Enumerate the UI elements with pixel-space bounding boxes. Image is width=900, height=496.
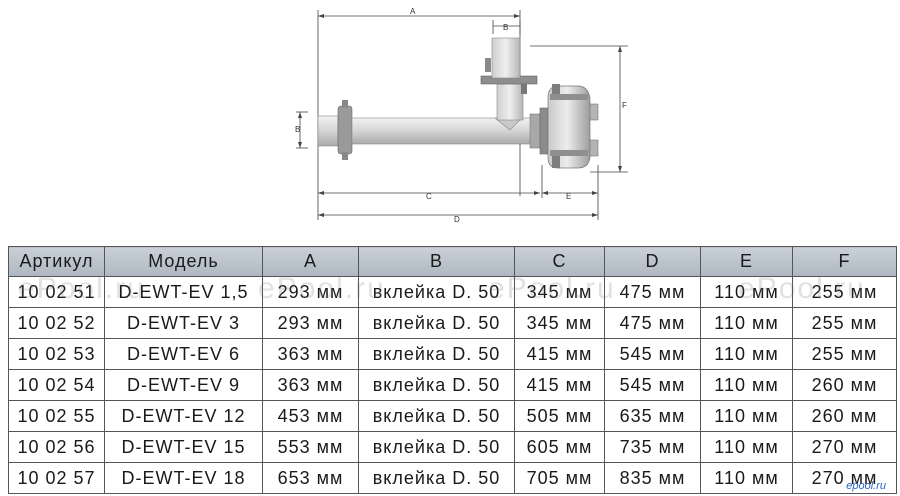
table-row: 10 02 55 D-EWT-EV 12 453 мм вклейка D. 5… xyxy=(8,400,897,432)
heater-illustration xyxy=(317,37,599,169)
cell-f: 255 мм xyxy=(792,307,897,339)
table-header-row: Артикул Модель A B C D E F xyxy=(8,246,897,277)
cell-d: 475 мм xyxy=(604,307,701,339)
cell-model: D-EWT-EV 15 xyxy=(104,431,263,463)
cell-model: D-EWT-EV 18 xyxy=(104,462,263,494)
cell-d: 735 мм xyxy=(604,431,701,463)
cell-f: 255 мм xyxy=(792,276,897,308)
cell-model: D-EWT-EV 3 xyxy=(104,307,263,339)
header-e: E xyxy=(700,246,793,277)
cell-a: 653 мм xyxy=(262,462,359,494)
cell-f: 260 мм xyxy=(792,369,897,401)
header-a: A xyxy=(262,246,359,277)
cell-b: вклейка D. 50 xyxy=(358,369,515,401)
table-row: 10 02 56 D-EWT-EV 15 553 мм вклейка D. 5… xyxy=(8,431,897,463)
table-row: 10 02 51 D-EWT-EV 1,5 293 мм вклейка D. … xyxy=(8,276,897,308)
cell-d: 545 мм xyxy=(604,338,701,370)
dimension-label-c: C xyxy=(426,192,432,201)
cell-a: 293 мм xyxy=(262,276,359,308)
header-model: Модель xyxy=(104,246,263,277)
table-row: 10 02 57 D-EWT-EV 18 653 мм вклейка D. 5… xyxy=(8,462,897,494)
cell-e: 110 мм xyxy=(700,276,793,308)
cell-c: 415 мм xyxy=(514,338,605,370)
header-b: B xyxy=(358,246,515,277)
cell-a: 363 мм xyxy=(262,369,359,401)
cell-c: 705 мм xyxy=(514,462,605,494)
cell-b: вклейка D. 50 xyxy=(358,276,515,308)
cell-model: D-EWT-EV 12 xyxy=(104,400,263,432)
dimension-label-e: E xyxy=(566,192,571,201)
cell-article: 10 02 55 xyxy=(8,400,105,432)
dimension-label-d: D xyxy=(454,215,460,224)
header-d: D xyxy=(604,246,701,277)
dimension-label-f: F xyxy=(622,101,627,110)
header-f: F xyxy=(792,246,897,277)
cell-model: D-EWT-EV 1,5 xyxy=(104,276,263,308)
cell-e: 110 мм xyxy=(700,462,793,494)
dimension-label-a: A xyxy=(410,7,416,16)
cell-a: 553 мм xyxy=(262,431,359,463)
cell-d: 635 мм xyxy=(604,400,701,432)
cell-e: 110 мм xyxy=(700,431,793,463)
cell-e: 110 мм xyxy=(700,338,793,370)
header-c: C xyxy=(514,246,605,277)
cell-d: 835 мм xyxy=(604,462,701,494)
cell-c: 345 мм xyxy=(514,276,605,308)
technical-drawing: A B B C D E F xyxy=(295,7,628,224)
cell-article: 10 02 52 xyxy=(8,307,105,339)
cell-c: 415 мм xyxy=(514,369,605,401)
cell-f: 270 мм xyxy=(792,462,897,494)
cell-a: 453 мм xyxy=(262,400,359,432)
cell-d: 475 мм xyxy=(604,276,701,308)
specification-table: Артикул Модель A B C D E F 10 02 51 D-EW… xyxy=(8,246,897,494)
cell-article: 10 02 57 xyxy=(8,462,105,494)
cell-e: 110 мм xyxy=(700,307,793,339)
cell-article: 10 02 51 xyxy=(8,276,105,308)
table-row: 10 02 54 D-EWT-EV 9 363 мм вклейка D. 50… xyxy=(8,369,897,401)
cell-f: 270 мм xyxy=(792,431,897,463)
cell-b: вклейка D. 50 xyxy=(358,462,515,494)
cell-model: D-EWT-EV 6 xyxy=(104,338,263,370)
brand-logo-text: epool.ru xyxy=(846,480,886,492)
cell-d: 545 мм xyxy=(604,369,701,401)
dimension-label-b-top: B xyxy=(503,23,508,32)
cell-b: вклейка D. 50 xyxy=(358,338,515,370)
header-article: Артикул xyxy=(8,246,105,277)
cell-article: 10 02 54 xyxy=(8,369,105,401)
cell-e: 110 мм xyxy=(700,400,793,432)
table-row: 10 02 53 D-EWT-EV 6 363 мм вклейка D. 50… xyxy=(8,338,897,370)
cell-c: 505 мм xyxy=(514,400,605,432)
cell-c: 345 мм xyxy=(514,307,605,339)
cell-c: 605 мм xyxy=(514,431,605,463)
cell-b: вклейка D. 50 xyxy=(358,400,515,432)
cell-f: 260 мм xyxy=(792,400,897,432)
cell-article: 10 02 53 xyxy=(8,338,105,370)
cell-a: 293 мм xyxy=(262,307,359,339)
table-row: 10 02 52 D-EWT-EV 3 293 мм вклейка D. 50… xyxy=(8,307,897,339)
cell-b: вклейка D. 50 xyxy=(358,431,515,463)
cell-a: 363 мм xyxy=(262,338,359,370)
cell-model: D-EWT-EV 9 xyxy=(104,369,263,401)
dimension-label-b-left: B xyxy=(295,125,300,134)
cell-f: 255 мм xyxy=(792,338,897,370)
cell-article: 10 02 56 xyxy=(8,431,105,463)
cell-e: 110 мм xyxy=(700,369,793,401)
cell-b: вклейка D. 50 xyxy=(358,307,515,339)
